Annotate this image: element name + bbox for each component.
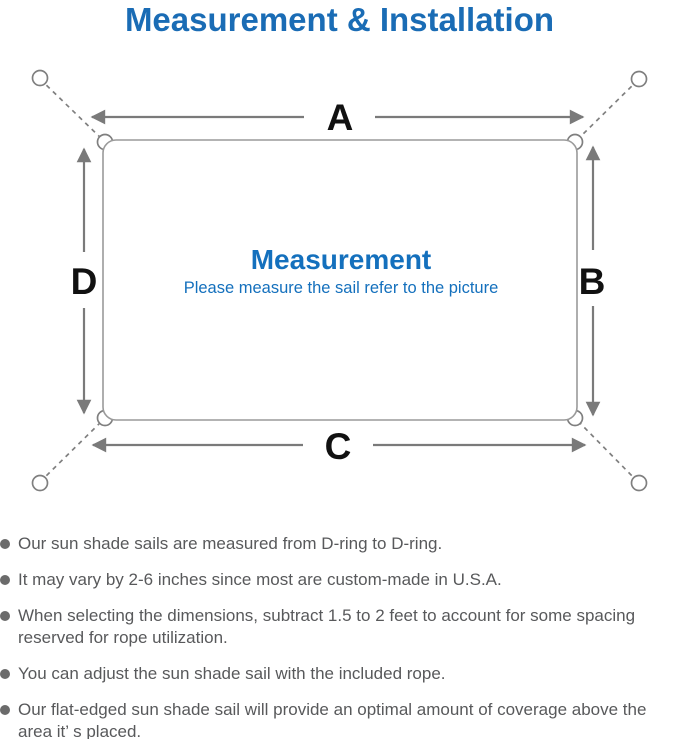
rope-line-top-left <box>39 78 105 142</box>
bullet-dot-icon <box>0 669 10 679</box>
bullet-dot-icon <box>0 575 10 585</box>
sail-outline <box>102 139 578 421</box>
list-item: You can adjust the sun shade sail with t… <box>0 663 673 685</box>
note-text: Our sun shade sails are measured from D-… <box>18 534 443 553</box>
note-text: You can adjust the sun shade sail with t… <box>18 664 446 683</box>
rope-line-bottom-right <box>575 418 639 483</box>
dimension-label-b: B <box>579 261 606 302</box>
rope-line-top-right <box>575 79 639 142</box>
anchor-point-top-left <box>31 69 49 87</box>
list-item: Our flat-edged sun shade sail will provi… <box>0 699 673 739</box>
sail-measurement-diagram: A B C D Measurement Please measure the s… <box>31 69 648 492</box>
dimension-label-c: C <box>325 426 352 467</box>
page-title: Measurement & Installation <box>124 1 555 38</box>
dimension-label-d: D <box>71 261 98 302</box>
note-text: When selecting the dimensions, subtract … <box>18 606 636 647</box>
anchor-point-top-right <box>630 70 648 88</box>
bullet-dot-icon <box>0 539 10 549</box>
diagram-center-title: Measurement <box>251 244 432 275</box>
diagram-center-subtitle: Please measure the sail refer to the pic… <box>184 279 499 297</box>
anchor-point-bottom-left <box>31 474 49 492</box>
dimension-label-a: A <box>327 97 354 138</box>
bullet-dot-icon <box>0 705 10 715</box>
bullet-dot-icon <box>0 611 10 621</box>
list-item: Our sun shade sails are measured from D-… <box>0 533 673 555</box>
rope-line-bottom-left <box>39 418 105 483</box>
measurement-notes-list: Our sun shade sails are measured from D-… <box>0 508 679 739</box>
note-text: It may vary by 2-6 inches since most are… <box>18 570 502 589</box>
list-item: It may vary by 2-6 inches since most are… <box>0 569 673 591</box>
list-item: When selecting the dimensions, subtract … <box>0 605 673 649</box>
note-text: Our flat-edged sun shade sail will provi… <box>18 700 647 739</box>
anchor-point-bottom-right <box>630 474 648 492</box>
